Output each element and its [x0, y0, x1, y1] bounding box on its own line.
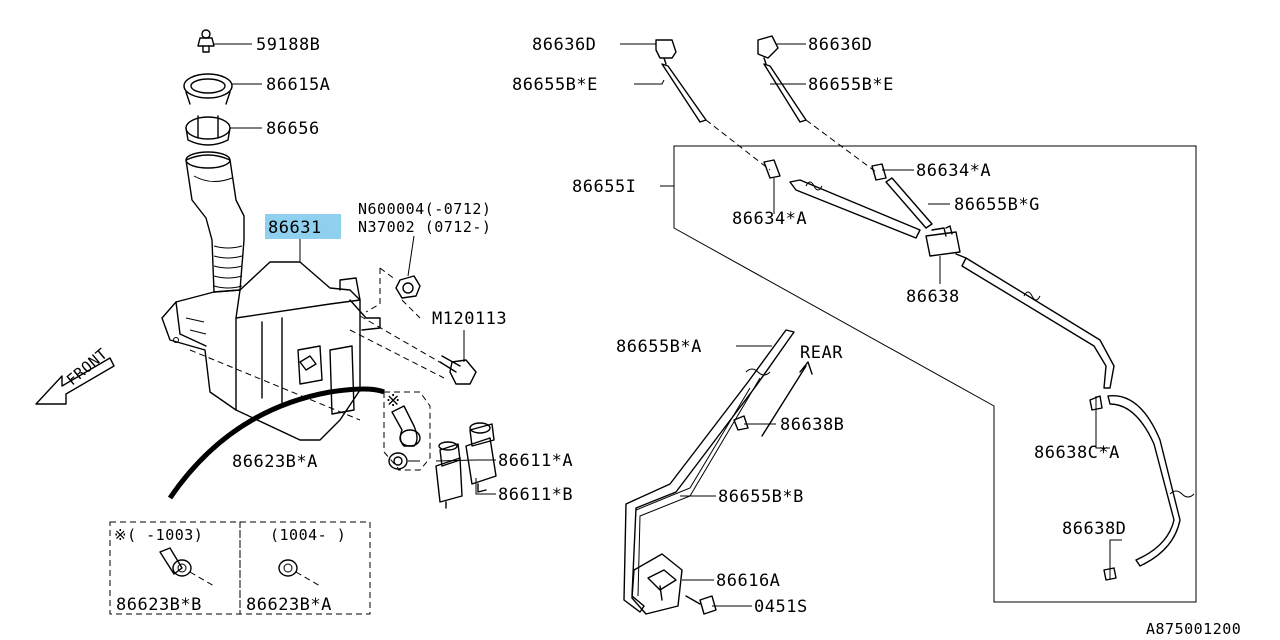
label-m120113: M120113	[432, 309, 507, 329]
label-86655i: 86655I	[572, 177, 636, 197]
harness-cable	[167, 386, 385, 500]
connector-86638b	[733, 415, 749, 431]
nozzle-86636d-right	[757, 35, 779, 65]
label-59188b: 59188B	[256, 35, 320, 55]
hose-86655be-left	[661, 63, 707, 123]
hose-rear-right	[1107, 395, 1181, 567]
washer-tank-86631	[161, 261, 381, 441]
nozzle-86636d-left	[655, 39, 677, 65]
label-n600004: N600004(-0712)	[358, 200, 491, 218]
tee-connector-86638	[925, 225, 967, 259]
label-86638d: 86638D	[1062, 519, 1126, 539]
detail-boundary	[673, 145, 1197, 603]
mark-asterisk: ※	[386, 391, 401, 411]
label-86638b: 86638B	[780, 415, 844, 435]
variant-box-2	[239, 521, 371, 615]
label-86634a-right: 86634*A	[916, 161, 991, 181]
label-86655be-left: 86655B*E	[512, 75, 598, 95]
label-86638: 86638	[906, 287, 960, 307]
bolt-m120113	[439, 355, 477, 385]
label-86655be-right: 86655B*E	[808, 75, 894, 95]
rear-nozzle-86616a	[631, 553, 683, 615]
grommet-86623b-a	[388, 452, 408, 470]
connector-86638d	[1103, 567, 1117, 581]
label-86655ba: 86655B*A	[616, 337, 702, 357]
label-86623ba: 86623B*A	[232, 452, 318, 472]
label-box2-header: (1004- )	[270, 526, 346, 544]
screw-0451s	[685, 595, 717, 615]
label-86611a: 86611*A	[498, 451, 573, 471]
label-86634a-left: 86634*A	[732, 209, 807, 229]
label-86638ca: 86638C*A	[1034, 443, 1120, 463]
highlight-86631	[265, 214, 341, 239]
hose-86634a	[789, 179, 921, 239]
pump-86611b	[435, 441, 463, 509]
connector-86638ca	[1089, 395, 1103, 411]
label-n37002: N37002 (0712-)	[358, 218, 491, 236]
label-86655bb: 86655B*B	[718, 487, 804, 507]
label-86656: 86656	[266, 119, 320, 139]
figure-number: A875001200	[1146, 620, 1241, 638]
cap-59188b	[197, 29, 215, 53]
label-0451s: 0451S	[754, 597, 808, 617]
filler-neck	[185, 151, 245, 293]
nut-n600004	[395, 275, 421, 299]
label-box1-header: ※( -1003)	[114, 526, 203, 544]
label-86616a: 86616A	[716, 571, 780, 591]
hose-86655bg	[885, 177, 933, 229]
label-86611b: 86611*B	[498, 485, 573, 505]
pump-86611a	[465, 422, 497, 493]
front-arrow-icon	[35, 357, 115, 405]
label-86655bg: 86655B*G	[954, 195, 1040, 215]
label-86623ba-variant: 86623B*A	[246, 595, 332, 615]
label-rear: REAR	[800, 343, 843, 363]
grommet-86623b-a-variant	[278, 559, 321, 587]
label-86623bb: 86623B*B	[116, 595, 202, 615]
label-86636d-left: 86636D	[532, 35, 596, 55]
grommet-86623b-b	[159, 547, 215, 587]
hose-86655ba	[623, 329, 795, 613]
label-86636d-right: 86636D	[808, 35, 872, 55]
hose-86655be-right	[763, 63, 807, 123]
label-86631: 86631	[268, 218, 322, 238]
joint-86634a	[763, 159, 887, 181]
elbow-grommet	[391, 405, 421, 447]
hose-long-right	[961, 257, 1115, 389]
variant-box-1	[109, 521, 241, 615]
cap-seal-86615a	[183, 73, 233, 105]
filler-ring-86656	[185, 115, 231, 146]
label-86615a: 86615A	[266, 75, 330, 95]
